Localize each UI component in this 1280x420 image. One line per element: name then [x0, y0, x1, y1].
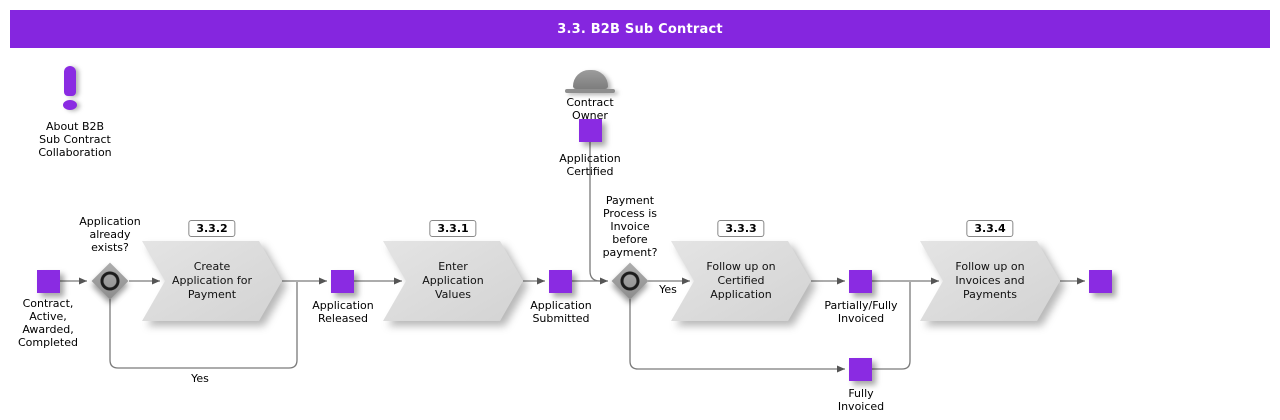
step-333-title: Follow up on Certified Application: [671, 241, 811, 321]
gateway1-yes-label: Yes: [191, 372, 209, 385]
step-331-id-badge: 3.3.1: [429, 220, 477, 237]
about-link[interactable]: About B2B Sub Contract Collaboration: [38, 120, 112, 159]
gateway1-question: Application already exists?: [79, 215, 141, 254]
application-released-label: Application Released: [312, 299, 374, 325]
application-certified-square: [579, 119, 602, 142]
partially-fully-invoiced-square: [849, 270, 872, 293]
partially-fully-invoiced-label: Partially/Fully Invoiced: [824, 299, 898, 325]
step-334-follow-up-invoices[interactable]: Follow up on Invoices and Payments: [920, 241, 1060, 321]
step-334-title: Follow up on Invoices and Payments: [920, 241, 1060, 321]
connector-certified-to-gateway2: [589, 142, 601, 282]
step-331-enter-values[interactable]: Enter Application Values: [383, 241, 523, 321]
gateway2-question: Payment Process is Invoice before paymen…: [602, 194, 658, 259]
step-334-id-badge: 3.3.4: [966, 220, 1014, 237]
application-submitted-label: Application Submitted: [530, 299, 592, 325]
step-332-create-application[interactable]: Create Application for Payment: [142, 241, 282, 321]
end-event-square: [1089, 270, 1112, 293]
connector-fully-to-step334: [872, 282, 911, 370]
fully-invoiced-square: [849, 358, 872, 381]
application-submitted-square: [549, 270, 572, 293]
header-bar: 3.3. B2B Sub Contract: [10, 10, 1270, 48]
step-331-title: Enter Application Values: [383, 241, 523, 321]
fully-invoiced-label: Fully Invoiced: [837, 387, 885, 413]
gateway2-yes-label: Yes: [659, 283, 677, 296]
connector-gateway1-yes-bypass: [109, 282, 298, 369]
page-title: 3.3. B2B Sub Contract: [557, 21, 723, 37]
step-332-title: Create Application for Payment: [142, 241, 282, 321]
start-event-label: Contract, Active, Awarded, Completed: [18, 297, 78, 349]
step-332-id-badge: 3.3.2: [188, 220, 236, 237]
application-certified-label: Application Certified: [559, 152, 621, 178]
step-333-id-badge: 3.3.3: [717, 220, 765, 237]
connector-gateway2-to-fully: [629, 299, 845, 373]
contract-owner-label: Contract Owner: [566, 96, 614, 122]
step-333-follow-up-certified[interactable]: Follow up on Certified Application: [671, 241, 811, 321]
start-event-square: [37, 270, 60, 293]
application-released-square: [331, 270, 354, 293]
